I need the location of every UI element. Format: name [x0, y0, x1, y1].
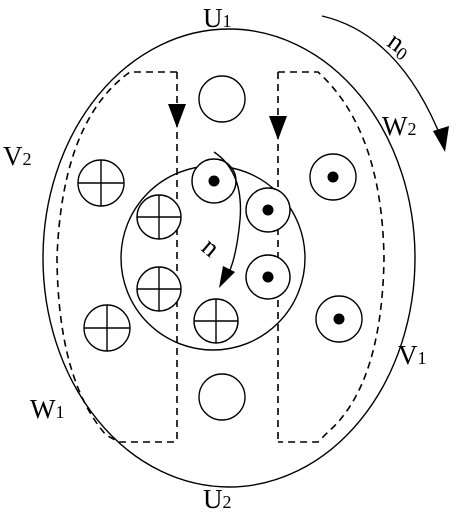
rotor-conductor-out-of-page-icon — [191, 158, 237, 204]
label-u2: U2 — [203, 484, 232, 514]
label-w1: W1 — [30, 394, 64, 424]
label-u1: U1 — [203, 3, 232, 33]
rotor-conductor-into-page-icon — [193, 298, 239, 344]
rotor-rotation-arrowhead-icon — [219, 266, 235, 288]
label-v1: V1 — [398, 340, 427, 370]
flux-arrow-right-icon — [269, 116, 287, 140]
stator-outline — [42, 28, 416, 488]
label-w2: W2 — [382, 111, 416, 141]
stator-conductor-into-page-icon — [83, 304, 131, 352]
flux-path-left — [56, 71, 177, 443]
stator-conductor-into-page-icon — [77, 159, 125, 207]
rotor-conductor-out-of-page-icon — [245, 254, 291, 300]
label-v2: V2 — [3, 141, 32, 171]
field-rotation-arrowhead-icon — [433, 126, 449, 152]
stator-conductor-out-of-page-icon — [309, 153, 357, 201]
empty-slot-top — [198, 75, 246, 123]
label-n: n — [196, 231, 226, 263]
field-rotation-arrow-icon — [321, 15, 443, 141]
flux-path-right — [278, 71, 385, 443]
rotor-conductor-into-page-icon — [136, 266, 182, 312]
empty-slot-bottom — [198, 373, 246, 421]
rotor-conductor-out-of-page-icon — [245, 187, 291, 233]
label-n0: n0 — [381, 25, 418, 64]
stator-conductor-out-of-page-icon — [315, 295, 363, 343]
flux-arrow-left-icon — [168, 104, 186, 128]
rotor-rotation-arrow-icon — [213, 151, 242, 279]
rotor-conductor-into-page-icon — [136, 194, 182, 240]
